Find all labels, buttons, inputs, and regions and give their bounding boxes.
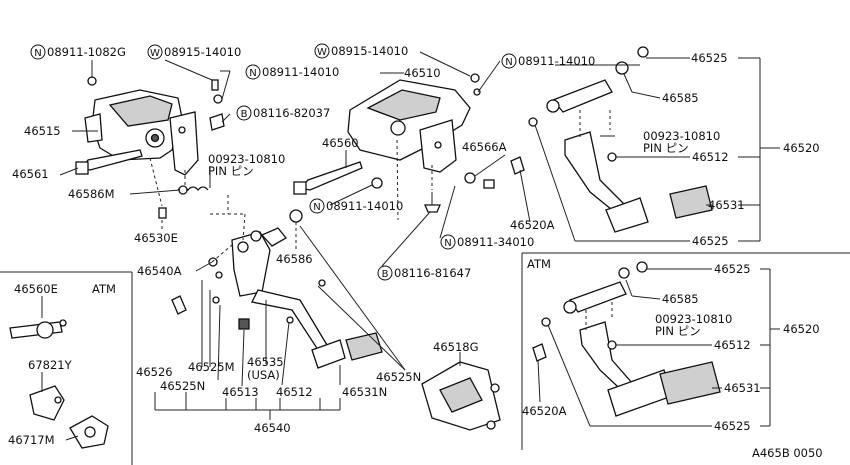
diagram-reference-code: A465B 0050: [752, 446, 823, 460]
atm-inset-frame-right: [521, 252, 850, 450]
label-46530E: 46530E: [134, 231, 178, 245]
label-08911-14010-c: 08911-14010: [518, 54, 595, 68]
label-46540A: 46540A: [137, 264, 182, 278]
label-46520A-b: 46520A: [522, 404, 567, 418]
label-46520A-a: 46520A: [510, 218, 555, 232]
nut-symbol: N: [505, 57, 512, 68]
bracket-46515-drawing: [84, 76, 225, 176]
label-46586: 46586: [276, 252, 313, 266]
label-46512-a: 46512: [276, 385, 313, 399]
label-00923-10810-a: 00923-10810: [208, 152, 285, 166]
label-00923-10810-b: 00923-10810: [643, 129, 720, 143]
atm-section-label-left: ATM: [92, 282, 116, 296]
nut-symbol: N: [249, 68, 256, 79]
label-46515: 46515: [24, 124, 61, 138]
brake-pedal-46520-atm-drawing: [532, 261, 721, 417]
clutch-pedal-46540-drawing: [171, 209, 383, 369]
symbol-circles: N W N B W N N N B: [30, 43, 517, 281]
label-46535: 46535: [247, 355, 284, 369]
bolt-46561-drawing: [75, 149, 143, 175]
label-46526: 46526: [136, 365, 173, 379]
label-08911-1082G: 08911-1082G: [47, 45, 126, 59]
bolt-symbol: B: [382, 269, 389, 280]
label-46525N-a: 46525N: [160, 379, 205, 393]
label-46560: 46560: [322, 136, 359, 150]
pad-46518G-drawing: [421, 361, 501, 431]
atm-section-label-right: ATM: [527, 257, 551, 271]
label-08915-14010-b: 08915-14010: [331, 44, 408, 58]
nut-symbol: N: [34, 48, 41, 59]
brake-pedal-46520-upper-drawing: [510, 46, 713, 233]
label-pin-c: PIN ピン: [655, 324, 701, 338]
label-46717M: 46717M: [8, 433, 55, 447]
label-08911-14010-a: 08911-14010: [262, 65, 339, 79]
label-46525M: 46525M: [188, 360, 235, 374]
label-46586M: 46586M: [68, 187, 115, 201]
label-46531-a: 46531: [708, 198, 745, 212]
leader-lines: [41, 51, 780, 441]
label-46512-c: 46512: [714, 338, 751, 352]
label-pin-b: PIN ピン: [643, 141, 689, 155]
bracket-46510-drawing: [347, 73, 481, 173]
label-46531-b: 46531: [724, 381, 761, 395]
label-46512-b: 46512: [692, 150, 729, 164]
label-46585-a: 46585: [662, 91, 699, 105]
label-46525-t3: 46525: [714, 262, 751, 276]
label-46525-t4: 46525: [714, 419, 751, 433]
label-00923-10810-c: 00923-10810: [655, 312, 732, 326]
label-67821Y: 67821Y: [28, 358, 73, 372]
label-46513: 46513: [222, 385, 259, 399]
label-46520-a: 46520: [783, 141, 820, 155]
label-46566A: 46566A: [462, 140, 507, 154]
label-46540: 46540: [254, 421, 291, 435]
clip-46530E-drawing: [158, 207, 167, 219]
label-46525-t2: 46525: [692, 234, 729, 248]
washer-symbol: W: [317, 47, 327, 58]
nut-symbol: N: [444, 238, 451, 249]
label-46525-t1: 46525: [691, 51, 728, 65]
label-46518G: 46518G: [433, 340, 479, 354]
label-46560E: 46560E: [14, 282, 58, 296]
label-46525N-b: 46525N: [376, 370, 421, 384]
label-08116-81647: 08116-81647: [394, 266, 471, 280]
label-pin-a: PIN ピン: [208, 164, 254, 178]
atm-inset-parts-drawing: [9, 319, 109, 449]
atm-inset-frame-left: [0, 271, 133, 465]
label-46561: 46561: [12, 167, 49, 181]
nut-symbol: N: [313, 202, 320, 213]
label-08911-34010: 08911-34010: [457, 235, 534, 249]
washer-symbol: W: [150, 48, 160, 59]
label-08116-82037: 08116-82037: [253, 106, 330, 120]
bolt-46560-drawing: [293, 161, 363, 195]
clip-lower-center-drawing: [424, 192, 441, 213]
bolt-symbol: B: [241, 109, 248, 120]
nut-center-drawing: [371, 177, 383, 189]
label-46531N: 46531N: [342, 385, 387, 399]
spring-46586M-drawing: [177, 185, 209, 195]
label-46520-b: 46520: [783, 322, 820, 336]
label-46535-usa: (USA): [247, 368, 280, 382]
label-46510: 46510: [404, 66, 441, 80]
label-08915-14010-a: 08915-14010: [164, 45, 241, 59]
label-08911-14010-b: 08911-14010: [326, 199, 403, 213]
bolt-46566A-drawing: [464, 172, 495, 189]
label-46585-b: 46585: [662, 292, 699, 306]
part-labels: 08911-1082G 08915-14010 08911-14010 0811…: [8, 44, 823, 460]
